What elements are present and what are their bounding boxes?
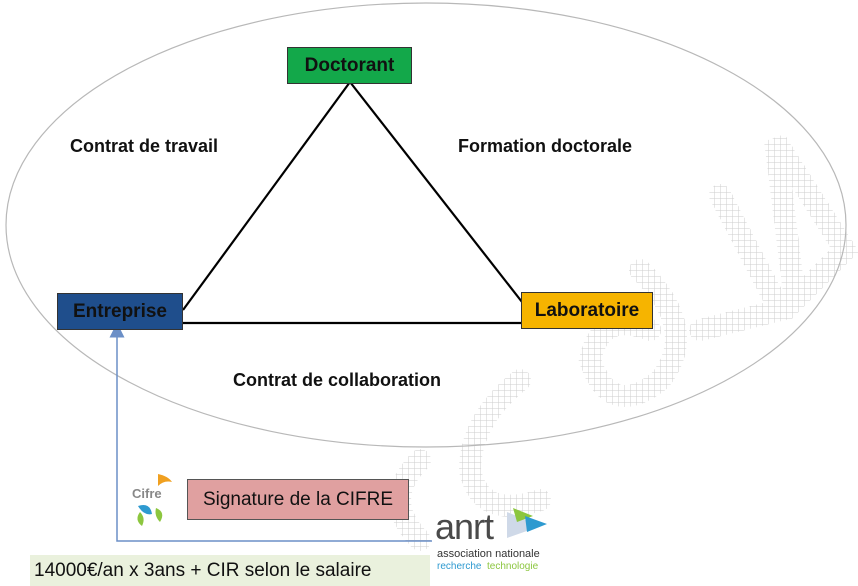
anrt-logo-text: anrt xyxy=(435,506,494,547)
funding-label: 14000€/an x 3ans + CIR selon le salaire xyxy=(34,559,372,581)
anrt-tagline-1: association nationale xyxy=(437,548,540,560)
laboratoire-node: Laboratoire xyxy=(521,292,653,329)
context-ellipse xyxy=(5,2,847,448)
edge-doctorant-entreprise xyxy=(182,81,351,311)
cifre-leaf-icon xyxy=(137,474,172,526)
edge-label-contrat-collaboration: Contrat de collaboration xyxy=(233,370,442,390)
edge-label-contrat-travail: Contrat de travail xyxy=(70,136,219,156)
cifre-arrow xyxy=(109,322,432,542)
anrt-arrow-icon xyxy=(507,508,547,538)
funding-box: 14000€/an x 3ans + CIR selon le salaire xyxy=(30,555,430,586)
cifre-logo: Cifre xyxy=(128,472,176,528)
edge-label-formation-doctorale: Formation doctorale xyxy=(458,136,633,156)
cifre-logo-text: Cifre xyxy=(132,486,162,501)
laboratoire-label: Laboratoire xyxy=(534,299,640,321)
signature-label: Signature de la CIFRE xyxy=(202,488,394,510)
anrt-tagline-2a: recherche xyxy=(437,561,482,572)
watermark xyxy=(389,134,858,551)
edge-doctorant-laboratoire xyxy=(349,81,523,303)
doctorant-label: Doctorant xyxy=(304,54,395,76)
anrt-logo: anrt association nationale recherche tec… xyxy=(433,506,563,576)
anrt-tagline-2b: technologie xyxy=(487,561,539,572)
entreprise-node: Entreprise xyxy=(57,293,183,330)
entreprise-label: Entreprise xyxy=(73,300,167,322)
signature-box: Signature de la CIFRE xyxy=(187,479,409,520)
doctorant-node: Doctorant xyxy=(287,47,412,84)
